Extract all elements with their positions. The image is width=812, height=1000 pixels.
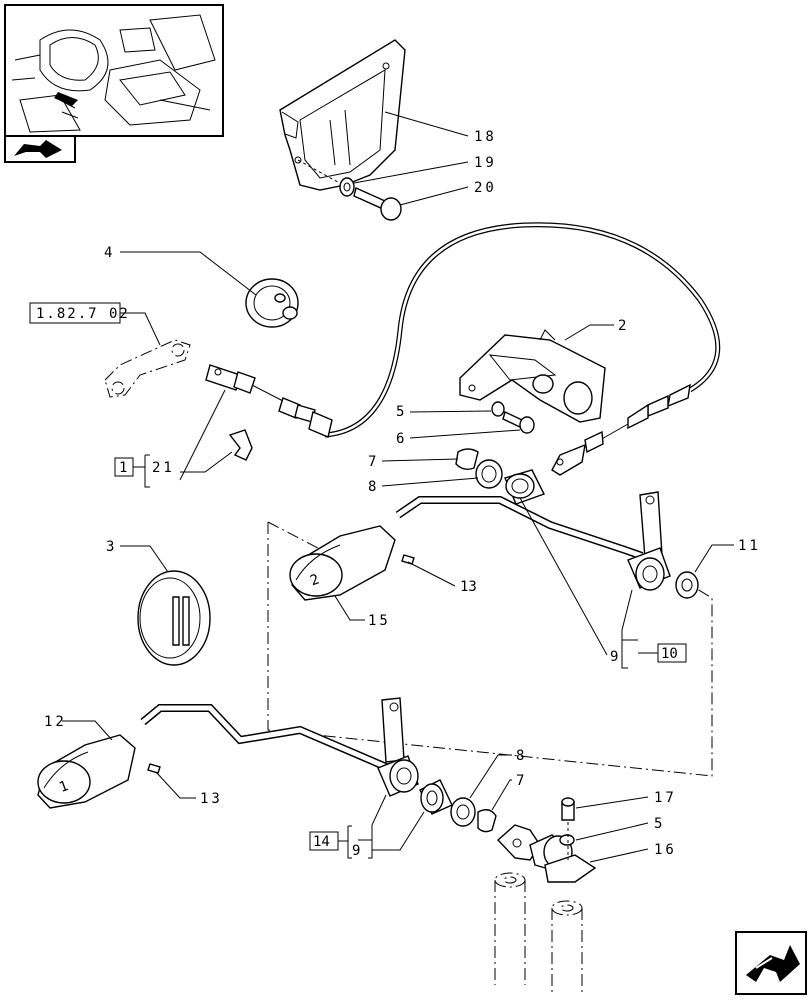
ref-box-1-82-7-02: 1.82.7 02 xyxy=(36,306,130,322)
part-19-washer xyxy=(339,177,355,197)
part-9-bushing-upper xyxy=(504,469,545,505)
part-20-bolt xyxy=(353,187,402,221)
next-page-arrow-icon[interactable] xyxy=(735,931,807,995)
part-7-clip-upper xyxy=(455,448,479,471)
upper-pedal-pad: 2 xyxy=(289,525,396,601)
callout-19: 19 xyxy=(474,155,497,171)
callout-9-upper: 9 xyxy=(610,649,618,665)
callout-3: 3 xyxy=(106,539,114,555)
part-13-screw-upper xyxy=(401,554,415,565)
ref-box-1: 1 xyxy=(119,460,127,476)
callout-16: 16 xyxy=(654,842,677,858)
callout-4: 4 xyxy=(104,245,112,261)
part-6-bolt xyxy=(502,411,535,434)
callout-13-lower: 13 xyxy=(200,791,223,807)
ref-box-14: 14 xyxy=(313,834,330,850)
callout-8-upper: 8 xyxy=(368,479,376,495)
part-8-washer-lower xyxy=(450,797,476,827)
part-11-washer xyxy=(675,571,699,599)
callout-5-lower: 5 xyxy=(654,816,662,832)
callout-15: 15 xyxy=(368,613,391,629)
part-3-cap xyxy=(137,570,211,666)
callout-11: 11 xyxy=(738,538,761,554)
part-2-bracket xyxy=(459,329,606,423)
callout-7-lower: 7 xyxy=(516,773,524,789)
lower-pedal-rod xyxy=(140,697,419,797)
callout-6: 6 xyxy=(396,431,404,447)
callout-20: 20 xyxy=(474,180,497,196)
callout-21: 21 xyxy=(152,460,175,476)
part-5-washer-upper xyxy=(491,401,505,417)
callout-17: 17 xyxy=(654,790,677,806)
part-7-clip-lower xyxy=(477,809,497,833)
callout-2: 2 xyxy=(618,318,626,334)
callout-9-lower: 9 xyxy=(352,843,360,859)
part-5-washer-lower xyxy=(559,834,575,846)
upper-pedal-rod xyxy=(395,491,671,591)
callout-5-upper: 5 xyxy=(396,404,404,420)
section-arrow-icon[interactable] xyxy=(4,135,76,163)
part-21-clip xyxy=(228,429,253,461)
part-18-bracket xyxy=(279,39,406,191)
part-17-bolt xyxy=(561,797,575,821)
callout-7-upper: 7 xyxy=(368,454,376,470)
reference-link-ghost xyxy=(104,339,191,398)
part-16-bracket xyxy=(544,854,597,883)
part-8-washer-upper xyxy=(475,459,503,489)
part-9-bushing-lower xyxy=(419,779,453,815)
part-4-grommet xyxy=(245,278,299,328)
ref-box-10: 10 xyxy=(661,646,678,662)
callout-13-upper: 13 xyxy=(460,579,477,595)
callout-12: 12 xyxy=(44,714,67,730)
lower-pedal-pad: 1 xyxy=(37,734,136,809)
part-13-screw-lower xyxy=(147,763,161,774)
ghost-posts xyxy=(494,872,583,995)
callout-18: 18 xyxy=(474,129,497,145)
throttle-cable xyxy=(205,222,721,476)
tractor-cab-thumbnail[interactable] xyxy=(4,4,224,137)
callout-8-lower: 8 xyxy=(516,748,524,764)
